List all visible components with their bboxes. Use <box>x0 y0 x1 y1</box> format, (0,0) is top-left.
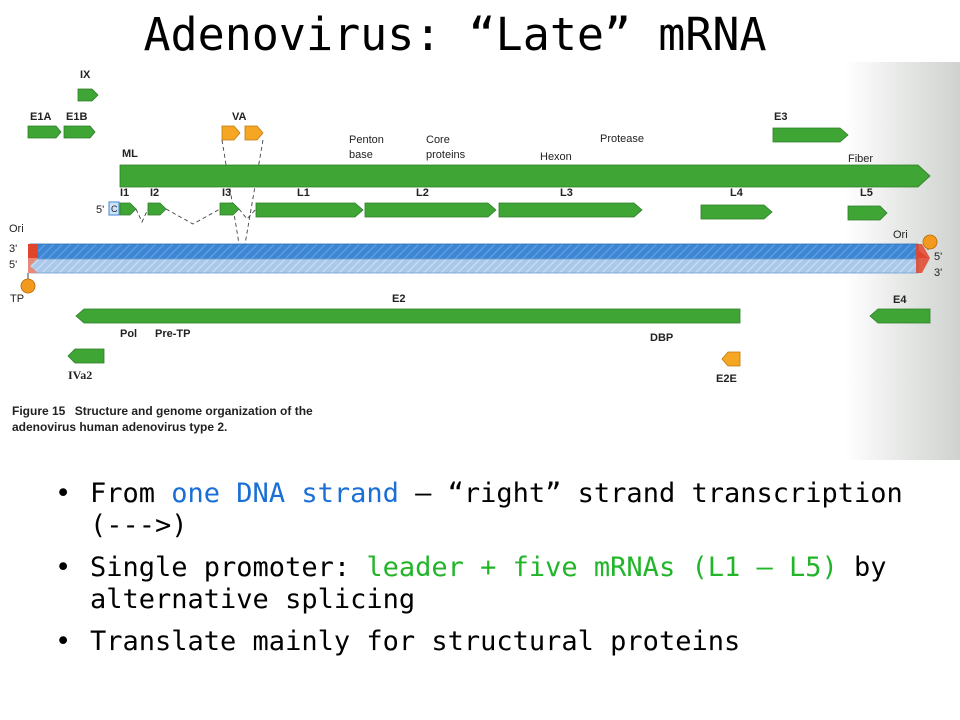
l5-arrow <box>847 205 888 221</box>
bullet-1-part-3: – “right” strand transcription (--->) <box>90 478 903 541</box>
bullet-dot: • <box>55 478 72 509</box>
bullet-list: • From one DNA strand – “right” strand t… <box>55 478 945 668</box>
gene-label-ix: IX <box>80 69 91 81</box>
ori-right-label: Ori <box>893 229 908 241</box>
gene-label-l3: L3 <box>560 187 573 199</box>
slide-title: Adenovirus: “Late” mRNA <box>143 8 767 61</box>
e1b-arrow <box>63 125 96 139</box>
gene-label-core-2: proteins <box>426 149 466 161</box>
gene-label-l4: L4 <box>730 187 744 199</box>
caption-figure-number: Figure 15 <box>12 404 66 418</box>
bullet-2-highlight: leader + five mRNAs (L1 – L5) <box>366 552 838 583</box>
leader-label-i2: I2 <box>150 187 159 199</box>
va-rna-2 <box>244 125 264 141</box>
tp-label: TP <box>10 293 24 305</box>
l2-arrow <box>364 202 497 218</box>
bullet-item-1: • From one DNA strand – “right” strand t… <box>55 478 945 542</box>
cap-c-label: C <box>111 204 118 214</box>
splice-i1-i2 <box>135 208 149 224</box>
bullet-1-highlight: one DNA strand <box>171 478 399 509</box>
bullet-1-part-1: From <box>90 478 172 509</box>
dna-strand-top <box>29 243 919 260</box>
leader-i3 <box>219 202 240 216</box>
iva2-arrow <box>67 348 105 364</box>
e2-arrow <box>75 308 741 324</box>
e3-arrow <box>772 127 849 143</box>
leader-i1 <box>119 202 137 216</box>
gene-label-penton-2: base <box>349 149 373 161</box>
bullet-dot: • <box>55 552 72 583</box>
va-rna-1 <box>221 125 241 141</box>
tp-right-circle <box>922 234 938 250</box>
caption-text-2: adenovirus human adenovirus type 2. <box>12 420 227 434</box>
l4-arrow <box>700 204 773 220</box>
figure-caption-line1: Figure 15 Structure and genome organizat… <box>12 404 313 418</box>
e1a-arrow <box>27 125 62 139</box>
tp-left-circle <box>20 278 36 294</box>
gene-label-core-1: Core <box>426 134 450 146</box>
gene-label-e2e: E2E <box>716 373 737 385</box>
bullet-3-part-1: Translate mainly for structural proteins <box>90 626 741 657</box>
ori-left-lower <box>28 258 38 273</box>
gene-label-protease: Protease <box>600 133 644 145</box>
genome-figure: IX E1A E1B VA ML E3 Penton base Core pro… <box>0 62 960 460</box>
strand-3-right: 3' <box>934 267 942 279</box>
ix-arrow <box>77 88 99 102</box>
gene-label-dbp: DBP <box>650 332 673 344</box>
gene-label-fiber: Fiber <box>848 153 873 165</box>
leader-label-i1: I1 <box>120 187 129 199</box>
bullet-2-part-1: Single promoter: <box>90 552 367 583</box>
gene-label-l5: L5 <box>860 187 873 199</box>
va-line-1 <box>221 139 241 251</box>
l3-arrow <box>498 202 643 218</box>
va-line-2 <box>243 139 264 251</box>
l1-arrow <box>255 202 364 218</box>
caption-text-1: Structure and genome organization of the <box>75 404 313 418</box>
gene-label-e1b: E1B <box>66 111 87 123</box>
bullet-2-part-3: by alternative splicing <box>90 552 887 615</box>
e2e-arrow <box>721 351 741 367</box>
e4-arrow <box>869 308 931 324</box>
ml-arrow <box>119 164 931 188</box>
splice-i3-l1 <box>238 208 257 220</box>
gene-label-pre-tp: Pre-TP <box>155 328 190 340</box>
cap-box <box>108 201 120 216</box>
gene-label-pol: Pol <box>120 328 137 340</box>
ori-left-marker <box>28 244 38 258</box>
strand-5-left: 5' <box>9 259 17 271</box>
gene-label-iva2: IVa2 <box>68 368 92 382</box>
strand-3-left: 3' <box>9 243 17 255</box>
gene-label-e4: E4 <box>893 294 907 306</box>
bullet-dot: • <box>55 626 72 657</box>
dna-strand-bottom <box>29 258 919 274</box>
cap-five-prime-label: 5' <box>96 204 104 216</box>
gene-label-l2: L2 <box>416 187 429 199</box>
leader-i2 <box>147 202 167 216</box>
gene-label-penton-1: Penton <box>349 134 384 146</box>
gene-label-va: VA <box>232 111 247 123</box>
leader-label-i3: I3 <box>222 187 231 199</box>
gene-label-e1a: E1A <box>30 111 51 123</box>
ori-right-end <box>916 244 930 273</box>
gene-label-l1: L1 <box>297 187 310 199</box>
gene-label-e3: E3 <box>774 111 787 123</box>
ori-left-label: Ori <box>9 223 24 235</box>
gene-label-hexon: Hexon <box>540 151 572 163</box>
genome-map-svg: IX E1A E1B VA ML E3 Penton base Core pro… <box>0 62 960 460</box>
bullet-item-3: • Translate mainly for structural protei… <box>55 626 945 658</box>
gene-label-e2: E2 <box>392 293 405 305</box>
splice-i2-i3 <box>165 208 221 225</box>
bullet-item-2: • Single promoter: leader + five mRNAs (… <box>55 552 945 616</box>
strand-5-right: 5' <box>934 251 942 263</box>
gene-label-ml: ML <box>122 148 138 160</box>
